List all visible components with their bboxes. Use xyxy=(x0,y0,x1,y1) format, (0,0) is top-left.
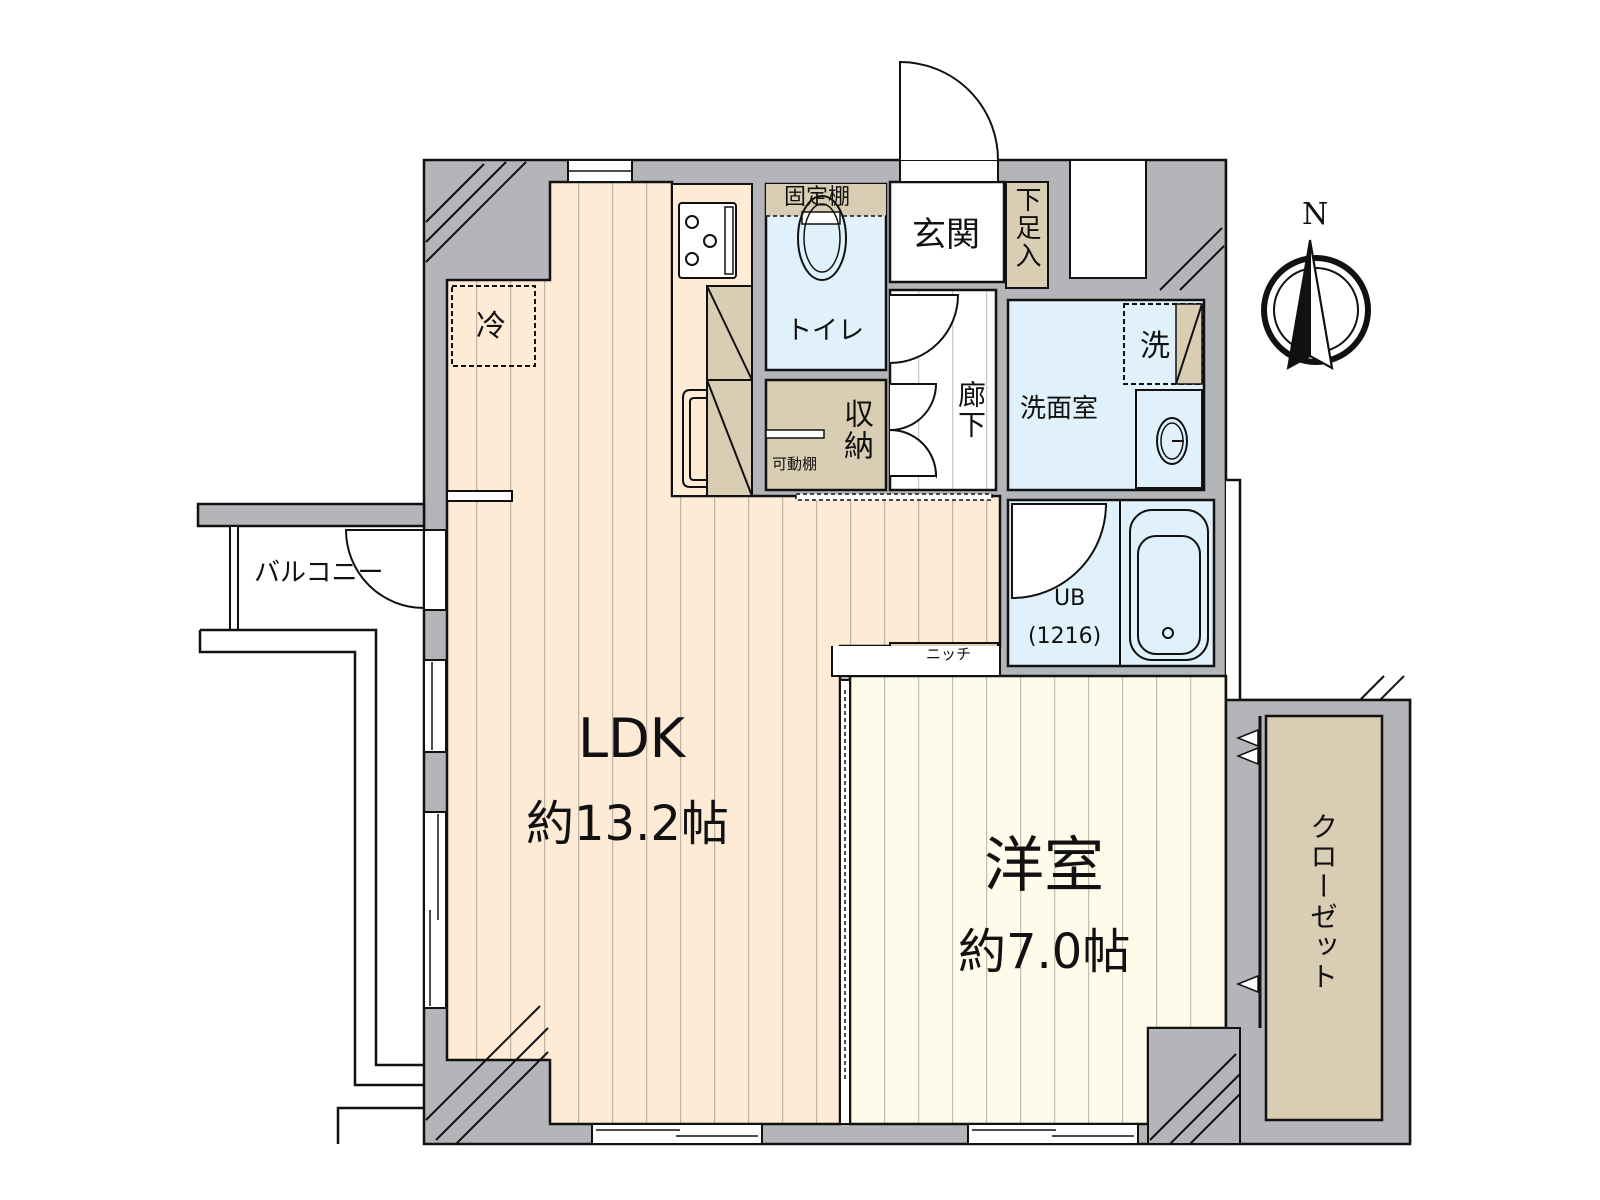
storage-label: 収納 xyxy=(838,398,873,462)
south-windows xyxy=(591,1123,1139,1145)
closet-label: クローゼット xyxy=(1306,812,1339,992)
entrance xyxy=(888,60,1147,289)
washer-label: 洗 xyxy=(1140,329,1170,364)
stove-icon xyxy=(678,202,737,279)
compass-north-label: N xyxy=(1302,197,1329,232)
washroom-label: 洗面室 xyxy=(1020,394,1099,424)
fridge-space xyxy=(451,285,536,367)
toilet-bowl-icon xyxy=(797,195,847,281)
toilet-room xyxy=(764,182,888,372)
washroom xyxy=(1006,298,1206,492)
bedroom xyxy=(839,674,1228,1126)
ldk-room-area: 約13.2帖 xyxy=(526,796,729,852)
west-windows xyxy=(344,529,447,1009)
unit-bath xyxy=(1006,498,1216,668)
kitchen-sink-icon xyxy=(682,389,707,488)
storage-room xyxy=(764,378,888,492)
ldk-room xyxy=(445,159,1002,1126)
entry-door-swing xyxy=(899,60,999,161)
fridge-label: 冷 xyxy=(476,309,506,344)
north-arrow-icon xyxy=(1261,239,1371,370)
unit-bath-size: (1216) xyxy=(1028,624,1102,649)
adjustable-shelf-label: 可動棚 xyxy=(772,455,818,473)
closet xyxy=(1235,714,1384,1122)
fixed-shelf-label: 固定棚 xyxy=(784,185,851,210)
hallway-label: 廊下 xyxy=(954,380,987,440)
bath-door-swing xyxy=(1011,503,1108,600)
bedroom-name: 洋室 xyxy=(984,831,1104,901)
unit-bath-label: UB xyxy=(1054,586,1086,611)
bedroom-area: 約7.0帖 xyxy=(958,924,1131,980)
wash-basin-icon xyxy=(1156,417,1188,465)
niche-label: ニッチ xyxy=(926,645,972,663)
entrance-label: 玄関 xyxy=(912,215,980,255)
balcony-label: バルコニー xyxy=(254,558,384,588)
hallway xyxy=(795,288,998,501)
toilet-label: トイレ xyxy=(786,316,865,346)
balcony xyxy=(196,502,426,1144)
ldk-room-name: LDK xyxy=(578,707,686,770)
shoe-box-label: 下足入 xyxy=(1011,186,1041,270)
bathtub-icon xyxy=(1129,509,1209,661)
structural-columns xyxy=(425,161,1405,1145)
